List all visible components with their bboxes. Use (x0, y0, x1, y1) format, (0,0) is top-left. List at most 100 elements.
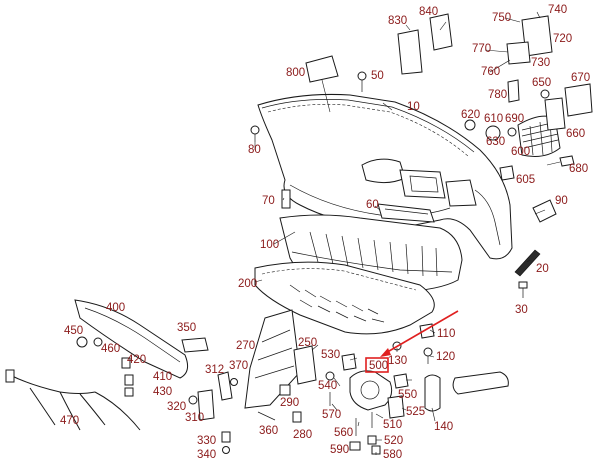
clip-780-part[interactable] (507, 79, 520, 103)
label-540[interactable]: 540 (318, 380, 337, 392)
label-100[interactable]: 100 (260, 239, 279, 251)
label-730[interactable]: 730 (531, 57, 550, 69)
label-690[interactable]: 690 (505, 113, 524, 125)
label-50[interactable]: 50 (371, 70, 384, 82)
clip-290-part[interactable] (279, 384, 291, 396)
label-400[interactable]: 400 (106, 302, 125, 314)
label-370[interactable]: 370 (229, 360, 248, 372)
label-140[interactable]: 140 (434, 421, 453, 433)
clip-460-part[interactable] (93, 337, 103, 347)
clip-650-part[interactable] (540, 89, 550, 99)
label-770[interactable]: 770 (472, 43, 491, 55)
label-610[interactable]: 610 (484, 113, 503, 125)
label-460[interactable]: 460 (101, 343, 120, 355)
bracket-525-part[interactable] (387, 395, 405, 419)
label-840[interactable]: 840 (419, 6, 438, 18)
label-630[interactable]: 630 (486, 136, 505, 148)
clip-520-part[interactable] (367, 435, 377, 445)
lower-shield-part[interactable] (254, 261, 435, 335)
label-20[interactable]: 20 (536, 263, 549, 275)
label-570[interactable]: 570 (322, 409, 341, 421)
label-320[interactable]: 320 (167, 401, 186, 413)
clip-90-part[interactable] (532, 199, 557, 223)
label-420[interactable]: 420 (127, 354, 146, 366)
label-800[interactable]: 800 (286, 67, 305, 79)
label-720[interactable]: 720 (553, 33, 572, 45)
label-670[interactable]: 670 (571, 72, 590, 84)
bracket-270-part[interactable] (244, 309, 301, 409)
label-312[interactable]: 312 (205, 364, 224, 376)
center-bracket-part[interactable] (377, 203, 435, 223)
label-760[interactable]: 760 (481, 66, 500, 78)
clip-70-part[interactable] (281, 189, 291, 209)
bracket-350-part[interactable] (181, 337, 209, 353)
label-270[interactable]: 270 (236, 340, 255, 352)
plug-680-part[interactable] (559, 155, 575, 167)
label-410[interactable]: 410 (153, 371, 172, 383)
label-70[interactable]: 70 (262, 195, 275, 207)
clip-430-part[interactable] (124, 387, 134, 397)
label-10[interactable]: 10 (407, 101, 420, 113)
harness-470-part[interactable] (5, 369, 141, 431)
screw-80-part[interactable] (250, 125, 260, 142)
label-30[interactable]: 30 (515, 304, 528, 316)
bumper-cover-part[interactable] (257, 93, 513, 260)
sensor-690-part[interactable] (507, 127, 517, 137)
label-580[interactable]: 580 (383, 449, 402, 461)
label-130[interactable]: 130 (388, 355, 407, 367)
clip-320-part[interactable] (188, 395, 198, 405)
label-680[interactable]: 680 (569, 163, 588, 175)
label-290[interactable]: 290 (280, 397, 299, 409)
label-600[interactable]: 600 (511, 146, 530, 158)
clip-550-part[interactable] (393, 373, 409, 389)
sensor-610-part[interactable] (485, 125, 501, 141)
label-250[interactable]: 250 (298, 337, 317, 349)
label-500[interactable]: 500 (369, 360, 388, 372)
label-330[interactable]: 330 (197, 435, 216, 447)
clip-370-part[interactable] (230, 378, 238, 386)
label-740[interactable]: 740 (548, 4, 567, 16)
bracket-830-part[interactable] (397, 29, 423, 75)
label-470[interactable]: 470 (60, 415, 79, 427)
label-590[interactable]: 590 (330, 444, 349, 456)
label-280[interactable]: 280 (293, 429, 312, 441)
harness-400-part[interactable] (74, 299, 189, 379)
label-310[interactable]: 310 (185, 412, 204, 424)
label-430[interactable]: 430 (153, 386, 172, 398)
clip-410-part[interactable] (124, 374, 134, 386)
label-510[interactable]: 510 (383, 419, 402, 431)
tube-140-part[interactable] (424, 371, 509, 412)
screw-50-part[interactable] (357, 71, 367, 92)
label-750[interactable]: 750 (492, 12, 511, 24)
clip-280-part[interactable] (292, 411, 302, 423)
label-350[interactable]: 350 (177, 322, 196, 334)
label-360[interactable]: 360 (259, 425, 278, 437)
label-80[interactable]: 80 (248, 144, 261, 156)
bracket-312-part[interactable] (217, 371, 233, 401)
label-110[interactable]: 110 (437, 328, 455, 340)
label-605[interactable]: 605 (516, 174, 535, 186)
label-660[interactable]: 660 (566, 128, 585, 140)
bracket-310-part[interactable] (197, 389, 215, 421)
label-780[interactable]: 780 (488, 89, 507, 101)
bracket-250-part[interactable] (293, 345, 317, 385)
flap-800-part[interactable] (305, 55, 339, 83)
label-200[interactable]: 200 (238, 278, 257, 290)
reflector-strip-part[interactable] (514, 249, 541, 277)
clip-530-part[interactable] (341, 353, 357, 371)
module-670-part[interactable] (564, 83, 593, 117)
label-560[interactable]: 560 (334, 427, 353, 439)
label-520[interactable]: 520 (384, 435, 403, 447)
screw-120-part[interactable] (423, 347, 433, 357)
label-525[interactable]: 525 (406, 406, 425, 418)
label-60[interactable]: 60 (366, 199, 379, 211)
tow-housing-500-part[interactable] (349, 370, 393, 411)
label-830[interactable]: 830 (388, 15, 407, 27)
bracket-840-part[interactable] (429, 13, 453, 51)
module-660-part[interactable] (544, 97, 566, 131)
screw-30-part[interactable] (518, 281, 528, 298)
label-530[interactable]: 530 (321, 349, 340, 361)
label-90[interactable]: 90 (555, 195, 568, 207)
clip-450-part[interactable] (76, 336, 88, 348)
label-120[interactable]: 120 (436, 351, 455, 363)
